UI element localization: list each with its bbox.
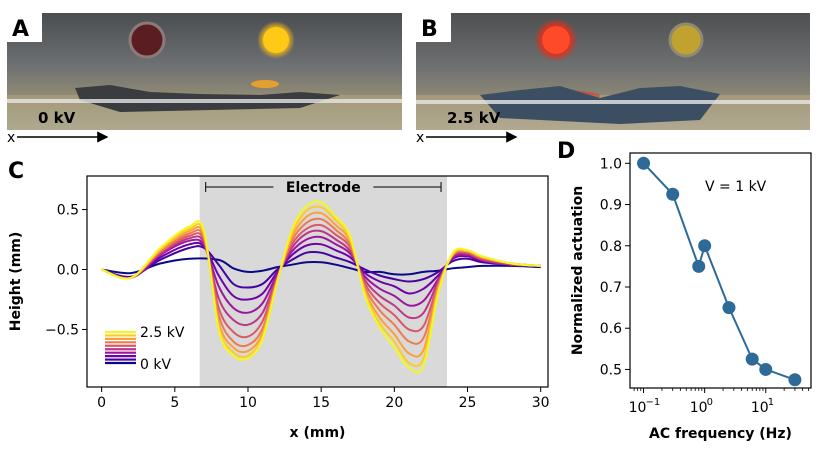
photo-panel-a [7,13,402,130]
chart-d-x-tick-exponent-0: −1 [646,397,661,408]
chart-c-x-axis-label: x (mm) [290,425,346,441]
legend-bottom-label: 0 kV [140,357,171,373]
electrode-label-background [273,178,374,196]
chart-d-y-ticks: 0.5 0.6 0.7 0.8 0.9 1.0 [600,156,630,378]
panel-letter-b: B [421,17,438,42]
chart-c-x-tick-label-6: 30 [532,395,550,411]
panel-b-voltage: 2.5 kV [447,109,501,127]
panel-letter-d: D [557,139,575,164]
chart-d-y-tick-label-1: 0.6 [600,321,622,337]
panel-a-voltage: 0 kV [38,109,76,127]
chart-c-frame [86,175,549,388]
chart-c-y-ticks: −0.5 0.0 0.5 [45,203,87,338]
actuation-series-line [642,162,796,381]
photo-panel-b [416,13,810,130]
chart-d-y-tick-label-2: 0.7 [600,280,622,296]
height-profile-chart: 0 5 10 15 20 25 30 −0.5 0.0 0.5 Electrode 2.5 kV… [8,175,550,441]
chart-d-frame [629,152,812,389]
actuator-film-flat [75,85,340,112]
actuation-point-0 [637,156,651,170]
yellow-led-core [263,27,289,53]
chart-c-x-tick-label-3: 15 [312,395,330,411]
actuation-point-1 [666,187,680,201]
chart-c-x-ticks: 0 5 10 15 20 25 30 [97,387,550,411]
chart-c-y-tick-label-2: 0.5 [57,203,79,219]
electrode-label: Electrode [286,180,361,196]
actuation-point-5 [745,352,759,366]
actuation-point-3 [698,239,712,253]
chart-c-y-tick-label-0: −0.5 [45,322,79,338]
red-led-off [128,21,166,59]
chart-d-y-tick-label-3: 0.8 [600,239,622,255]
chart-d-y-tick-label-5: 1.0 [600,156,622,172]
actuator-film-wavy [480,86,720,124]
chart-c-y-tick-label-1: 0.0 [57,263,79,279]
chart-c-x-tick-label-2: 10 [239,395,257,411]
chart-d-x-tick-label-1: 10 [690,400,708,416]
panel-letter-c: C [8,159,24,184]
yellow-reflection [251,80,279,88]
photo-label-b-bg [416,13,451,42]
panel-a-x-axis-label: x [7,130,15,146]
height-curve-0 [101,257,541,276]
chart-d-x-axis-label: AC frequency (Hz) [649,426,792,442]
actuation-point-6 [759,362,773,376]
chart-d-y-tick-label-4: 0.9 [600,198,622,214]
chart-d-x-tick-label-0: 10 [629,400,647,416]
chart-c-x-tick-label-5: 25 [459,395,477,411]
panel-letter-a: A [12,17,29,42]
chart-d-y-axis-label: Normalized actuation [570,186,586,355]
chart-d-x-tick-label-2: 10 [751,400,769,416]
height-curve-9 [101,200,541,374]
chart-d-x-tick-exponent-1: 0 [707,397,713,408]
chart-c-x-tick-label-4: 20 [385,395,403,411]
chart-d-y-tick-label-0: 0.5 [600,362,622,378]
voltage-annotation: V = 1 kV [705,179,767,195]
red-led-core [542,26,570,54]
yellow-led-off [668,22,704,58]
voltage-legend [105,330,136,365]
actuation-point-7 [788,373,802,387]
chart-c-x-tick-label-0: 0 [97,395,106,411]
panel-b-x-axis-label: x [416,130,424,146]
chart-c-x-tick-label-1: 5 [170,395,179,411]
photo-label-a-bg [7,13,42,42]
actuation-point-4 [722,301,736,315]
actuation-series-points [637,156,802,387]
chart-d-x-tick-exponent-2: 1 [768,397,774,408]
legend-top-label: 2.5 kV [140,325,185,341]
actuation-point-2 [692,259,706,273]
height-curves [101,200,541,374]
chart-c-y-axis-label: Height (mm) [8,232,24,332]
